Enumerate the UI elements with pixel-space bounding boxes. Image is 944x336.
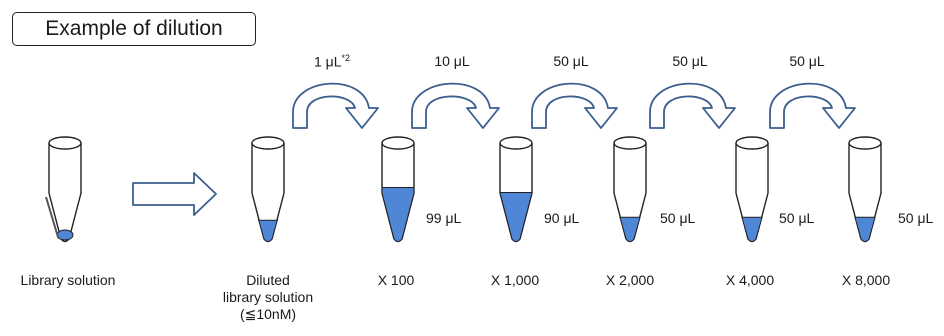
transfer-volume-5: 50 μL: [789, 53, 825, 69]
tube-liquid-x1000: [499, 192, 533, 242]
transfer-arrow-3: [531, 82, 618, 129]
tube-liquid-x4000: [741, 216, 763, 242]
tube-body-library-solution: [48, 143, 82, 243]
tube-rim-library-solution: [48, 136, 82, 150]
tubes-layer: [45, 136, 882, 243]
tube-label-library-solution: Library solution: [20, 272, 116, 288]
buffer-volume-x100: 99 μL: [426, 210, 462, 226]
tube-diluted: [251, 136, 285, 243]
buffer-volume-x2000: 50 μL: [660, 210, 696, 226]
diagram-title: Example of dilution: [12, 12, 256, 46]
buffer-volume-x1000: 90 μL: [544, 210, 580, 226]
transfer-arrow-1: [292, 82, 379, 129]
transfer-volume-4: 50 μL: [672, 53, 708, 69]
tube-label-diluted: Diluted library solution (≦10nM): [222, 272, 314, 322]
tube-rim-x100: [381, 136, 415, 150]
tube-liquid-x2000: [619, 216, 641, 242]
tube-x8000: [848, 136, 882, 243]
transfer-arrow-2: [411, 82, 500, 129]
tube-label-x8000: X 8,000: [841, 272, 891, 288]
tube-rim-diluted: [251, 136, 285, 150]
tube-liquid-diluted: [258, 219, 278, 242]
tube-x2000: [613, 136, 647, 243]
transfer-arrow-5: [769, 82, 856, 129]
buffer-volume-x8000: 50 μL: [898, 210, 934, 226]
transfer-volume-3: 50 μL: [553, 53, 589, 69]
dilute-step-arrow: [132, 172, 217, 216]
tube-liquid-library-solution: [56, 229, 74, 241]
tube-library-solution: [45, 136, 82, 243]
tube-rim-x2000: [613, 136, 647, 150]
transfer-volume-1: 1 μL*2: [313, 53, 351, 70]
tube-x4000: [735, 136, 769, 243]
tube-rim-x8000: [848, 136, 882, 150]
transfer-arrow-4: [649, 82, 736, 129]
tube-label-x4000: X 4,000: [725, 272, 775, 288]
tube-x100: [381, 136, 415, 243]
tube-liquid-x8000: [854, 216, 876, 242]
pipette-tip: [45, 196, 59, 238]
tube-label-x100: X 100: [377, 272, 415, 288]
transfer-volume-2: 10 μL: [434, 53, 470, 69]
tube-label-x1000: X 1,000: [490, 272, 540, 288]
tube-liquid-x100: [381, 187, 415, 242]
arrows-layer: [292, 82, 856, 129]
tube-label-x2000: X 2,000: [605, 272, 655, 288]
tube-rim-x4000: [735, 136, 769, 150]
buffer-volume-x4000: 50 μL: [779, 210, 815, 226]
tube-rim-x1000: [499, 136, 533, 150]
tube-x1000: [499, 136, 533, 243]
